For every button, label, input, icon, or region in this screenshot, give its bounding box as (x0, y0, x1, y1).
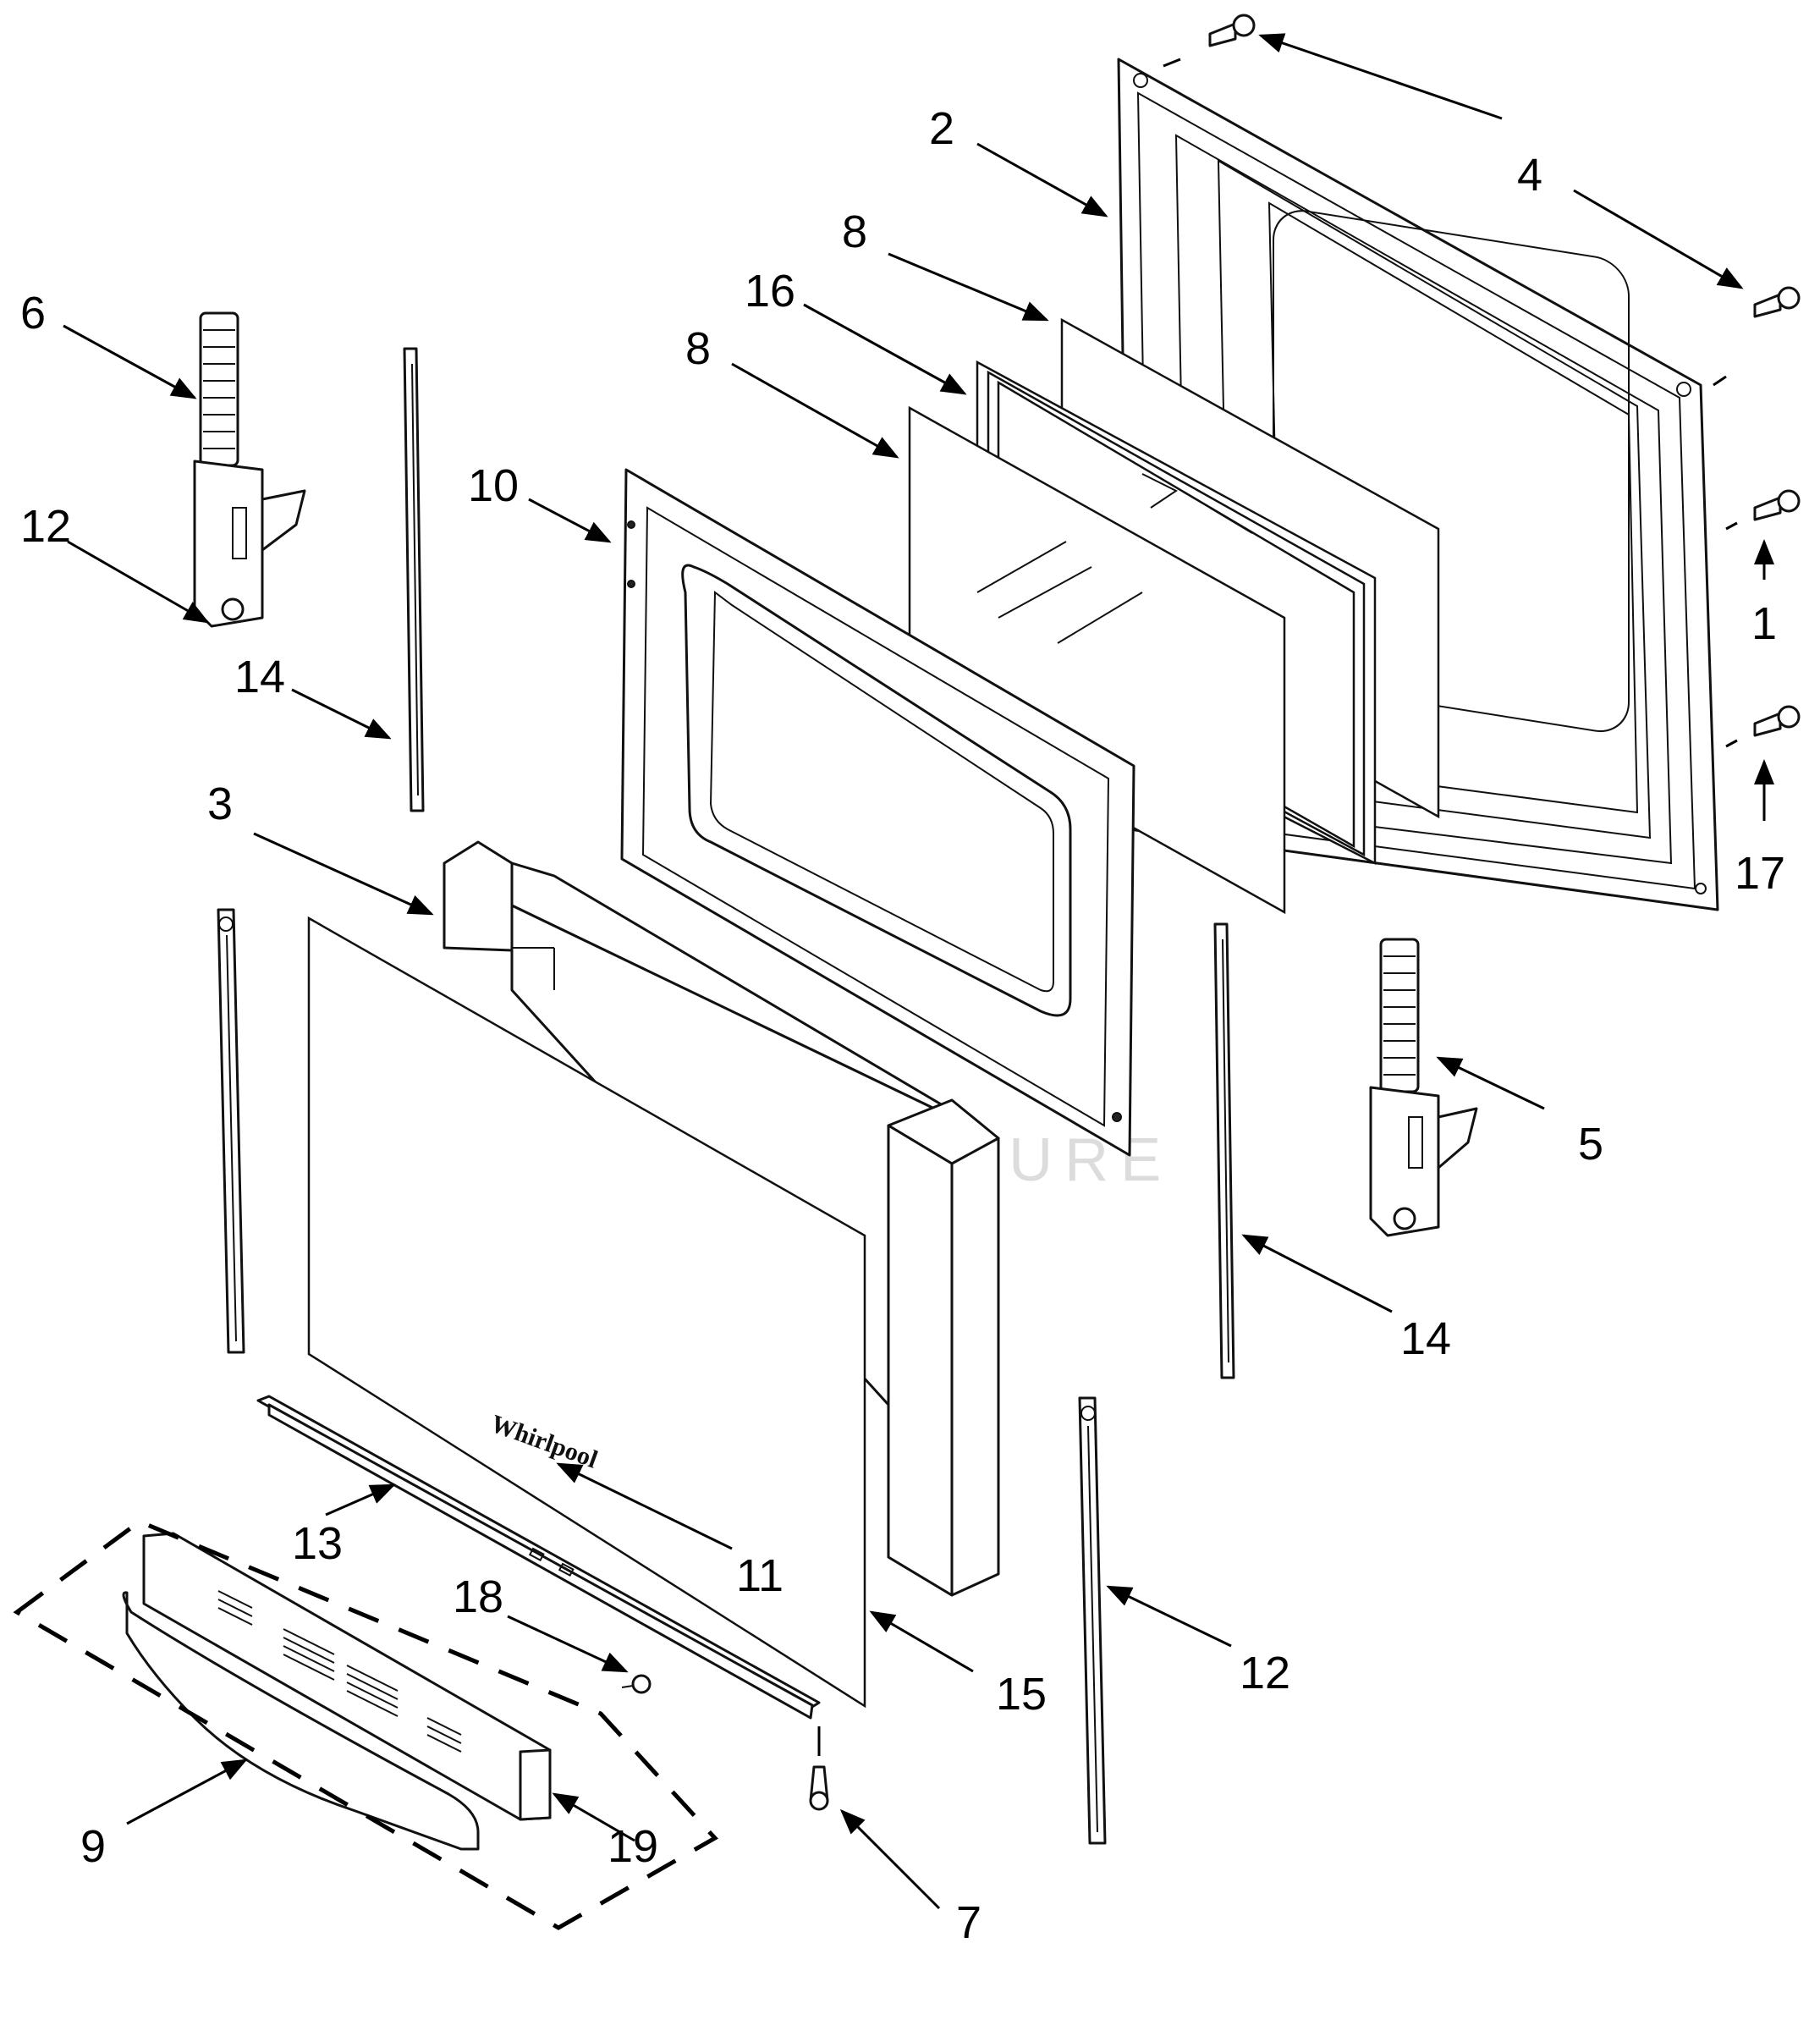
callout-5: 5 (1578, 1119, 1603, 1170)
callout-8-rear: 8 (842, 206, 867, 257)
door-channel-left (403, 347, 425, 812)
side-trim-right (1078, 1396, 1107, 1845)
side-trim-left (217, 908, 245, 1354)
callout-7: 7 (956, 1897, 981, 1948)
outer-door-glass (307, 916, 866, 1709)
callout-9: 9 (80, 1821, 106, 1872)
callout-13: 13 (292, 1518, 343, 1569)
glass-reflection (998, 566, 1092, 619)
callout-18: 18 (453, 1571, 503, 1622)
callout-8-front: 8 (685, 323, 711, 374)
callout-4: 4 (1517, 150, 1542, 201)
leader-lines (63, 33, 1774, 1910)
screw-7 (809, 1765, 829, 1811)
callout-12-left: 12 (20, 501, 71, 552)
callout-14-right: 14 (1400, 1313, 1451, 1364)
callout-12-right: 12 (1240, 1648, 1290, 1698)
callout-16: 16 (745, 266, 795, 316)
door-bottom-trim (256, 1395, 821, 1720)
front-glass-panel (908, 405, 1286, 915)
glass-reflection (1057, 592, 1143, 644)
callout-2: 2 (929, 103, 954, 154)
callout-14-left: 14 (234, 652, 285, 702)
callout-11: 11 (736, 1550, 784, 1601)
callout-15: 15 (996, 1669, 1047, 1720)
door-hinge-right (1369, 938, 1478, 1237)
callout-17: 17 (1735, 848, 1785, 899)
glass-reflection (976, 541, 1067, 593)
door-liner-frame (620, 468, 1135, 1157)
callout-10: 10 (468, 460, 519, 511)
callout-19: 19 (608, 1821, 658, 1872)
handle-assembly-dashed-outline (13, 1519, 718, 1930)
door-hinge-left (193, 311, 306, 628)
callout-6: 6 (20, 288, 46, 338)
door-channel-right (1213, 922, 1235, 1379)
callout-1: 1 (1751, 598, 1777, 649)
screw-4-right (1753, 286, 1801, 318)
callout-3: 3 (207, 779, 233, 829)
screw-4-top (1208, 14, 1256, 47)
screw-1 (1753, 489, 1801, 521)
screw-18 (621, 1674, 652, 1694)
screw-17 (1753, 705, 1801, 737)
